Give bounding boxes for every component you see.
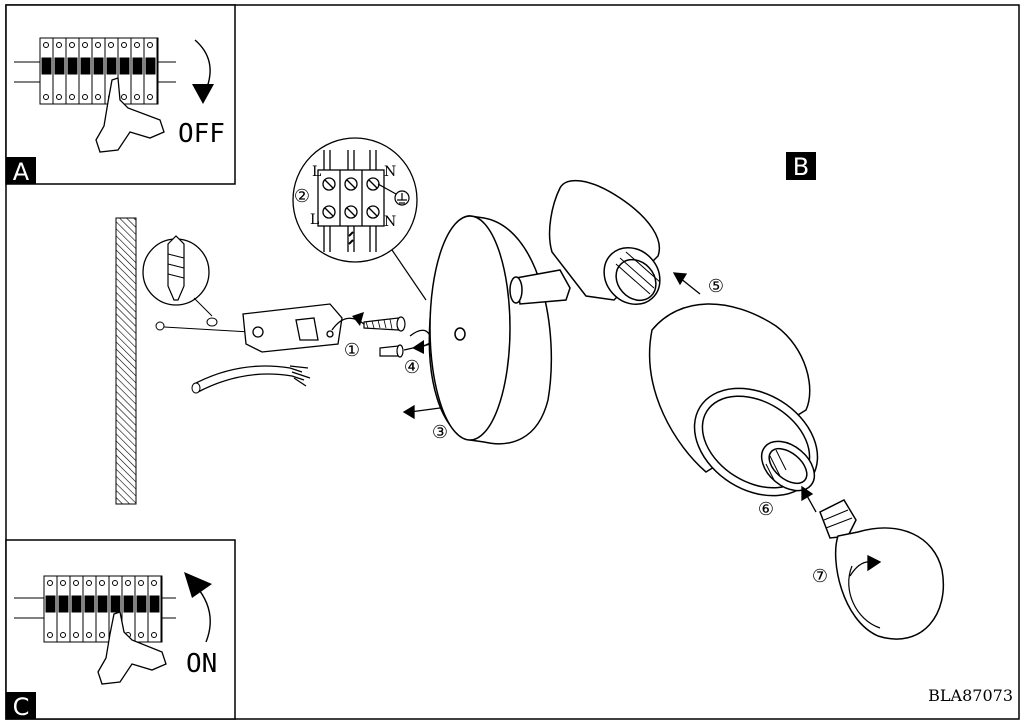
step-2: ②	[294, 186, 310, 207]
retaining-ring	[760, 440, 816, 492]
step-7: ⑦	[812, 566, 828, 587]
panel-a: OFF A	[5, 4, 236, 186]
mounting-bracket	[242, 303, 343, 353]
step-3: ③	[432, 422, 448, 443]
outer-frame	[5, 4, 1020, 720]
wall	[115, 217, 137, 505]
light-bulb	[819, 499, 945, 640]
model-code: BLA87073	[928, 686, 1013, 705]
screw	[379, 344, 404, 358]
circuit-breaker-icon	[14, 575, 176, 643]
hand-icon	[95, 77, 165, 153]
canopy-plate	[428, 215, 553, 445]
step-arrows	[402, 272, 882, 577]
lamp-holder	[548, 179, 661, 306]
ground-icon	[377, 183, 410, 206]
step-1: ①	[344, 340, 360, 361]
circuit-breaker-icon	[14, 37, 176, 105]
wall-plug-icon	[142, 235, 213, 317]
hand-icon	[97, 611, 167, 685]
screw	[363, 316, 406, 332]
terminal-block-detail: L N L N	[292, 137, 427, 301]
step-5: ⑤	[708, 276, 724, 297]
panel-a-state: OFF	[178, 119, 225, 149]
panel-c-label: C	[13, 693, 30, 721]
cable	[193, 365, 305, 393]
step-4: ④	[404, 357, 420, 378]
terminal-n-bottom: N	[384, 214, 396, 230]
terminal-n-top: N	[384, 164, 396, 180]
terminal-l-top: L	[312, 164, 321, 180]
panel-a-label: A	[13, 158, 30, 186]
panel-b-label: B	[793, 153, 809, 181]
step-6: ⑥	[758, 499, 774, 520]
panel-c-state: ON	[186, 649, 217, 679]
terminal-l-bottom: L	[310, 212, 319, 228]
panel-c: ON C	[5, 539, 236, 721]
arm	[509, 269, 571, 305]
